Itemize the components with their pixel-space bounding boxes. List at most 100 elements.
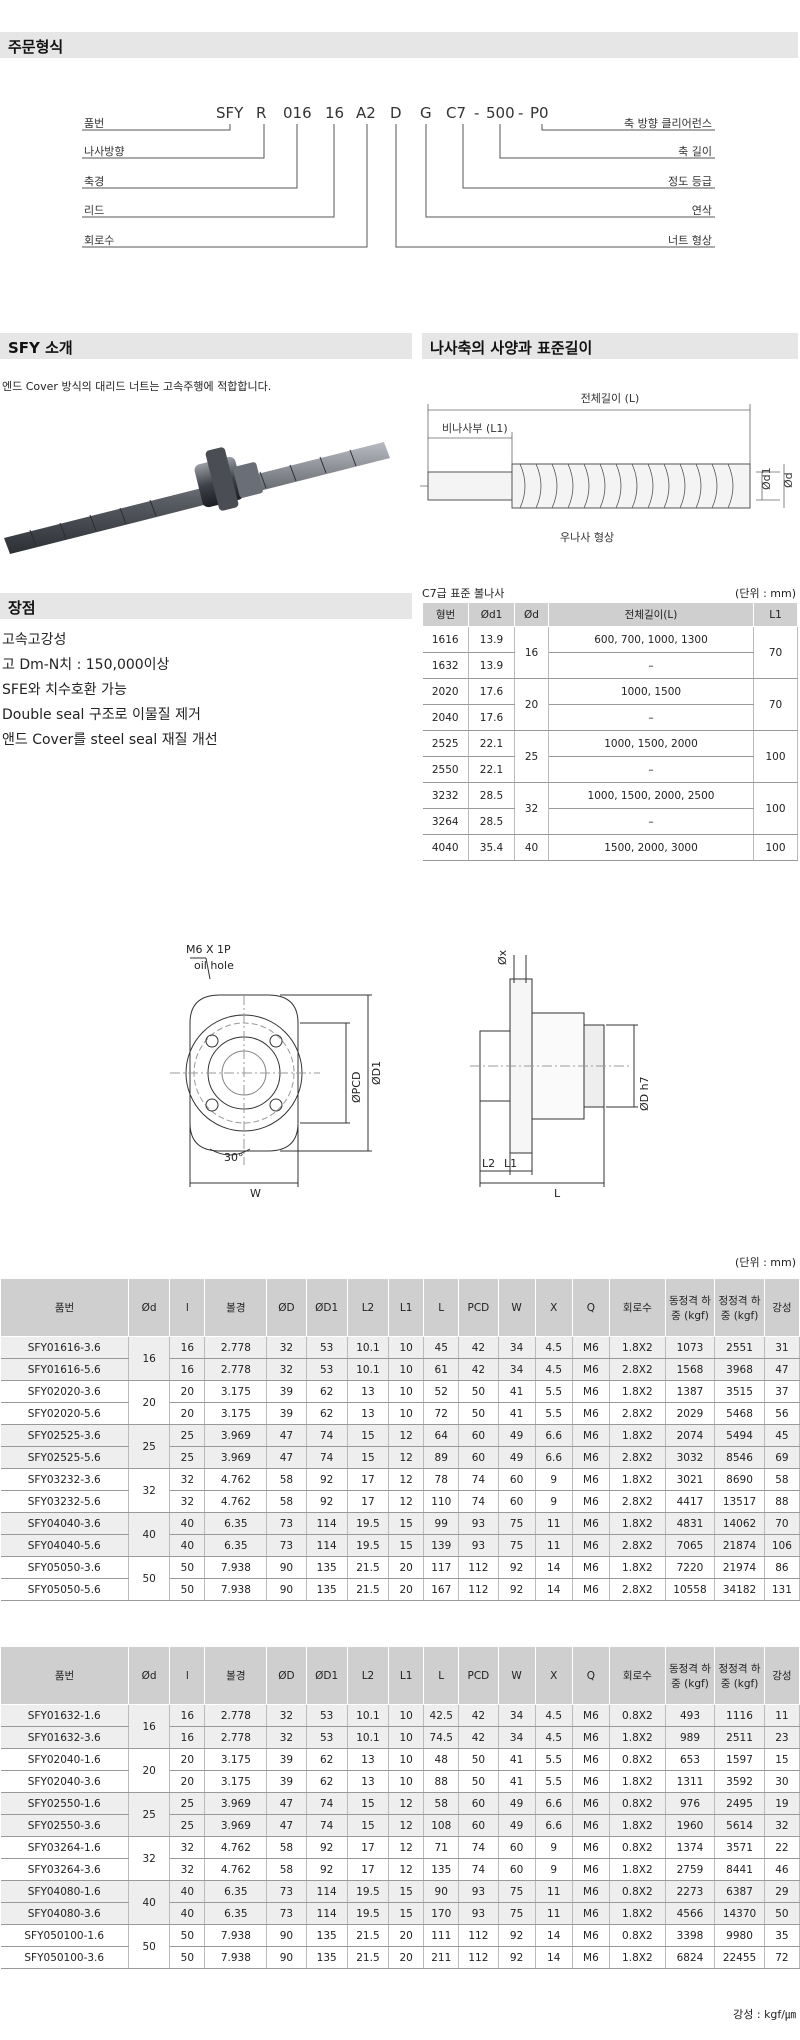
spec-unit-label: (단위 : mm) — [735, 1256, 796, 1269]
spec-cell: M6 — [572, 1336, 610, 1359]
spec-cell: 11 — [535, 1512, 573, 1535]
spec-cell: 114 — [306, 1902, 348, 1925]
spec-header: 볼경 — [204, 1646, 268, 1705]
spec-cell: 8546 — [714, 1446, 765, 1469]
spec-cell: 3.969 — [204, 1446, 268, 1469]
spec-header: PCD — [458, 1646, 499, 1705]
std-cell: 70 — [753, 626, 798, 679]
std-cell: 25 — [514, 730, 549, 783]
spec-cell: 4.5 — [535, 1726, 573, 1749]
spec-cell: 41 — [498, 1380, 536, 1403]
spec-cell: 75 — [498, 1512, 536, 1535]
spec-cell: 15 — [347, 1814, 390, 1837]
spec-cell: 41 — [498, 1770, 536, 1793]
spec-cell: 34 — [498, 1704, 536, 1727]
spec-cell: 10 — [388, 1358, 425, 1381]
spec-cell: 72 — [423, 1402, 460, 1425]
spec-cell: 12 — [388, 1858, 425, 1881]
spec-cell: 108 — [423, 1814, 460, 1837]
spec-cell: 58 — [764, 1468, 800, 1491]
spec-cell: 111 — [423, 1924, 460, 1947]
spec-cell: 17 — [347, 1468, 390, 1491]
thread-shape-caption: 우나사 형상 — [560, 531, 614, 544]
spec-cell: 12 — [388, 1468, 425, 1491]
code-part-9: 500 — [486, 104, 515, 122]
spec-cell: 19 — [764, 1792, 800, 1815]
spec-cell: 3.175 — [204, 1380, 268, 1403]
spec-cell: 19.5 — [347, 1902, 390, 1925]
spec-cell: 92 — [498, 1556, 536, 1579]
spec-header: 품번 — [0, 1646, 129, 1705]
std-cell: – — [548, 808, 754, 835]
part-number-cell: SFY02525-3.6 — [0, 1424, 129, 1447]
spec-cell: 16 — [128, 1336, 171, 1381]
spec-cell: 114 — [306, 1512, 348, 1535]
spec-cell: 6.35 — [204, 1902, 268, 1925]
spec-cell: 135 — [306, 1556, 348, 1579]
part-number-cell: SFY02040-3.6 — [0, 1770, 129, 1793]
std-cell: 35.4 — [468, 834, 515, 861]
spec-cell: 110 — [423, 1490, 460, 1513]
spec-cell: 72 — [764, 1946, 800, 1969]
feature-item: SFE와 치수호환 가능 — [2, 682, 127, 698]
std-cell: 2020 — [422, 678, 469, 705]
spec-cell: 32 — [169, 1468, 206, 1491]
spec-cell: 12 — [388, 1424, 425, 1447]
spec-cell: M6 — [572, 1402, 610, 1425]
spec-cell: 1116 — [714, 1704, 765, 1727]
spec-cell: 1.8X2 — [609, 1380, 666, 1403]
std-cell: 28.5 — [468, 808, 515, 835]
spec-cell: 45 — [764, 1424, 800, 1447]
features-section-title: 장점 — [0, 593, 412, 619]
spec-cell: 10 — [388, 1402, 425, 1425]
spec-cell: 37 — [764, 1380, 800, 1403]
spec-cell: 7220 — [665, 1556, 716, 1579]
spec-cell: 20 — [169, 1380, 206, 1403]
spec-cell: 50 — [458, 1748, 499, 1771]
spec-table-1: 품번 Ød l 볼경 ØD ØD1 L2 L1 L PCD W X Q 회로수 … — [0, 1278, 800, 1601]
spec-cell: 3.969 — [204, 1424, 268, 1447]
spec-cell: 40 — [169, 1880, 206, 1903]
d-label: Ød — [782, 472, 795, 488]
spec-cell: 21874 — [714, 1534, 765, 1557]
spec-cell: 41 — [498, 1748, 536, 1771]
part-number-cell: SFY03264-1.6 — [0, 1836, 129, 1859]
spec-header: L2 — [346, 1646, 390, 1705]
spec-cell: 493 — [665, 1704, 716, 1727]
spec-cell: M6 — [572, 1490, 610, 1513]
std-cell: 1632 — [422, 652, 469, 679]
spec-cell: 32 — [128, 1836, 171, 1881]
spec-cell: M6 — [572, 1792, 610, 1815]
spec-cell: 6.6 — [535, 1446, 573, 1469]
spec-header: L — [423, 1278, 460, 1337]
spec-cell: 40 — [128, 1512, 171, 1557]
spec-cell: 7065 — [665, 1534, 716, 1557]
spec-cell: 19.5 — [347, 1880, 390, 1903]
spec-cell: 61 — [423, 1358, 460, 1381]
spec-cell: 10.1 — [347, 1358, 390, 1381]
std-cell: 13.9 — [468, 652, 515, 679]
code-part-5: D — [390, 104, 402, 122]
spec-cell: 16 — [169, 1336, 206, 1359]
spec-cell: 14 — [535, 1924, 573, 1947]
intro-section-title: SFY 소개 — [0, 333, 412, 359]
spec-cell: 42 — [458, 1336, 499, 1359]
spec-cell: 5.5 — [535, 1748, 573, 1771]
part-number-cell: SFY01616-5.6 — [0, 1358, 129, 1381]
spec-cell: 2.778 — [204, 1726, 268, 1749]
spec-cell: 50 — [458, 1380, 499, 1403]
spec-header: 정정격 하중 (kgf) — [714, 1278, 765, 1337]
spec-cell: 34 — [498, 1358, 536, 1381]
spec-cell: 75 — [498, 1902, 536, 1925]
spec-cell: 112 — [458, 1924, 499, 1947]
spec-cell: 21.5 — [347, 1946, 390, 1969]
spec-cell: M6 — [572, 1814, 610, 1837]
spec-cell: 20 — [388, 1924, 425, 1947]
spec-cell: 106 — [764, 1534, 800, 1557]
spec-header: 강성 — [763, 1646, 800, 1705]
